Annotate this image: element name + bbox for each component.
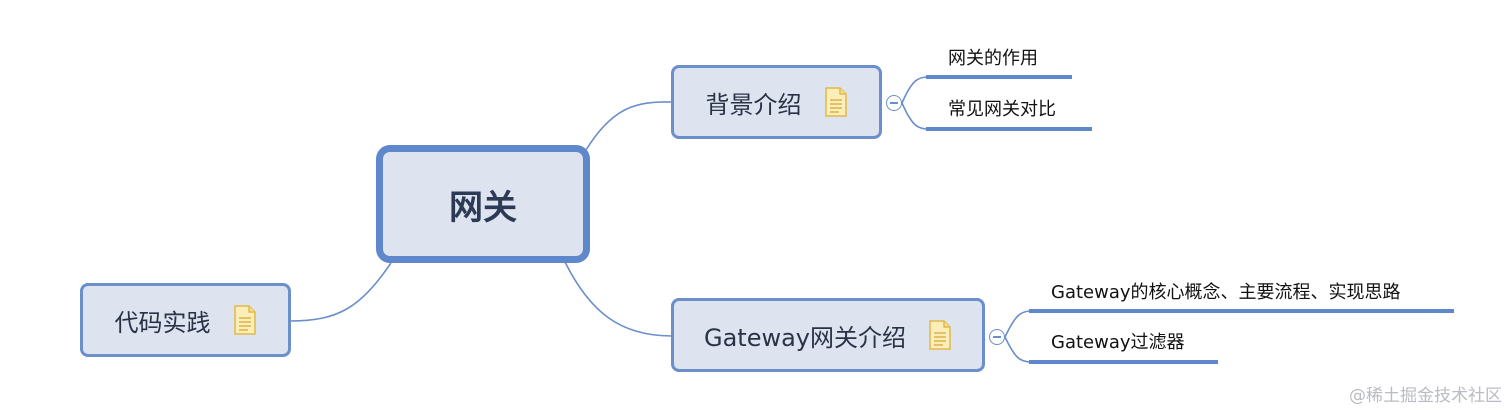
- collapse-gateway-toggle[interactable]: [989, 329, 1005, 345]
- connector-background-leaf-2: [901, 102, 929, 130]
- connector-central-practice: [289, 262, 392, 322]
- connector-gateway-leaf-2: [1004, 336, 1032, 363]
- leaf-gateway-2-underline: [1029, 360, 1218, 364]
- central-topic-label: 网关: [449, 187, 517, 228]
- leaf-background-1[interactable]: 网关的作用: [948, 48, 1038, 69]
- connector-background-leaf-1: [901, 76, 929, 104]
- branch-background-label: 背景介绍: [705, 90, 802, 119]
- note-icon[interactable]: [824, 87, 848, 117]
- branch-practice[interactable]: 代码实践: [80, 283, 291, 357]
- connector-gateway-leaf-1: [1004, 310, 1032, 338]
- leaf-gateway-2[interactable]: Gateway过滤器: [1051, 332, 1185, 353]
- note-icon[interactable]: [233, 305, 257, 335]
- central-topic[interactable]: 网关: [376, 145, 590, 263]
- leaf-background-2-underline: [926, 127, 1092, 131]
- note-icon[interactable]: [928, 320, 952, 350]
- branch-background[interactable]: 背景介绍: [671, 65, 882, 139]
- minus-icon: [993, 336, 1001, 338]
- branch-gateway-label: Gateway网关介绍: [703, 323, 907, 352]
- branch-practice-label: 代码实践: [114, 308, 211, 337]
- collapse-background-toggle[interactable]: [886, 95, 902, 111]
- branch-gateway[interactable]: Gateway网关介绍: [671, 298, 985, 372]
- watermark: @稀土掘金技术社区: [1349, 386, 1502, 406]
- connector-central-background: [585, 101, 673, 151]
- minus-icon: [890, 102, 898, 104]
- connector-central-gateway: [564, 261, 673, 337]
- leaf-background-2[interactable]: 常见网关对比: [948, 99, 1056, 120]
- leaf-gateway-1[interactable]: Gateway的核心概念、主要流程、实现思路: [1051, 282, 1401, 303]
- leaf-background-1-underline: [926, 75, 1072, 79]
- leaf-gateway-1-underline: [1029, 309, 1454, 313]
